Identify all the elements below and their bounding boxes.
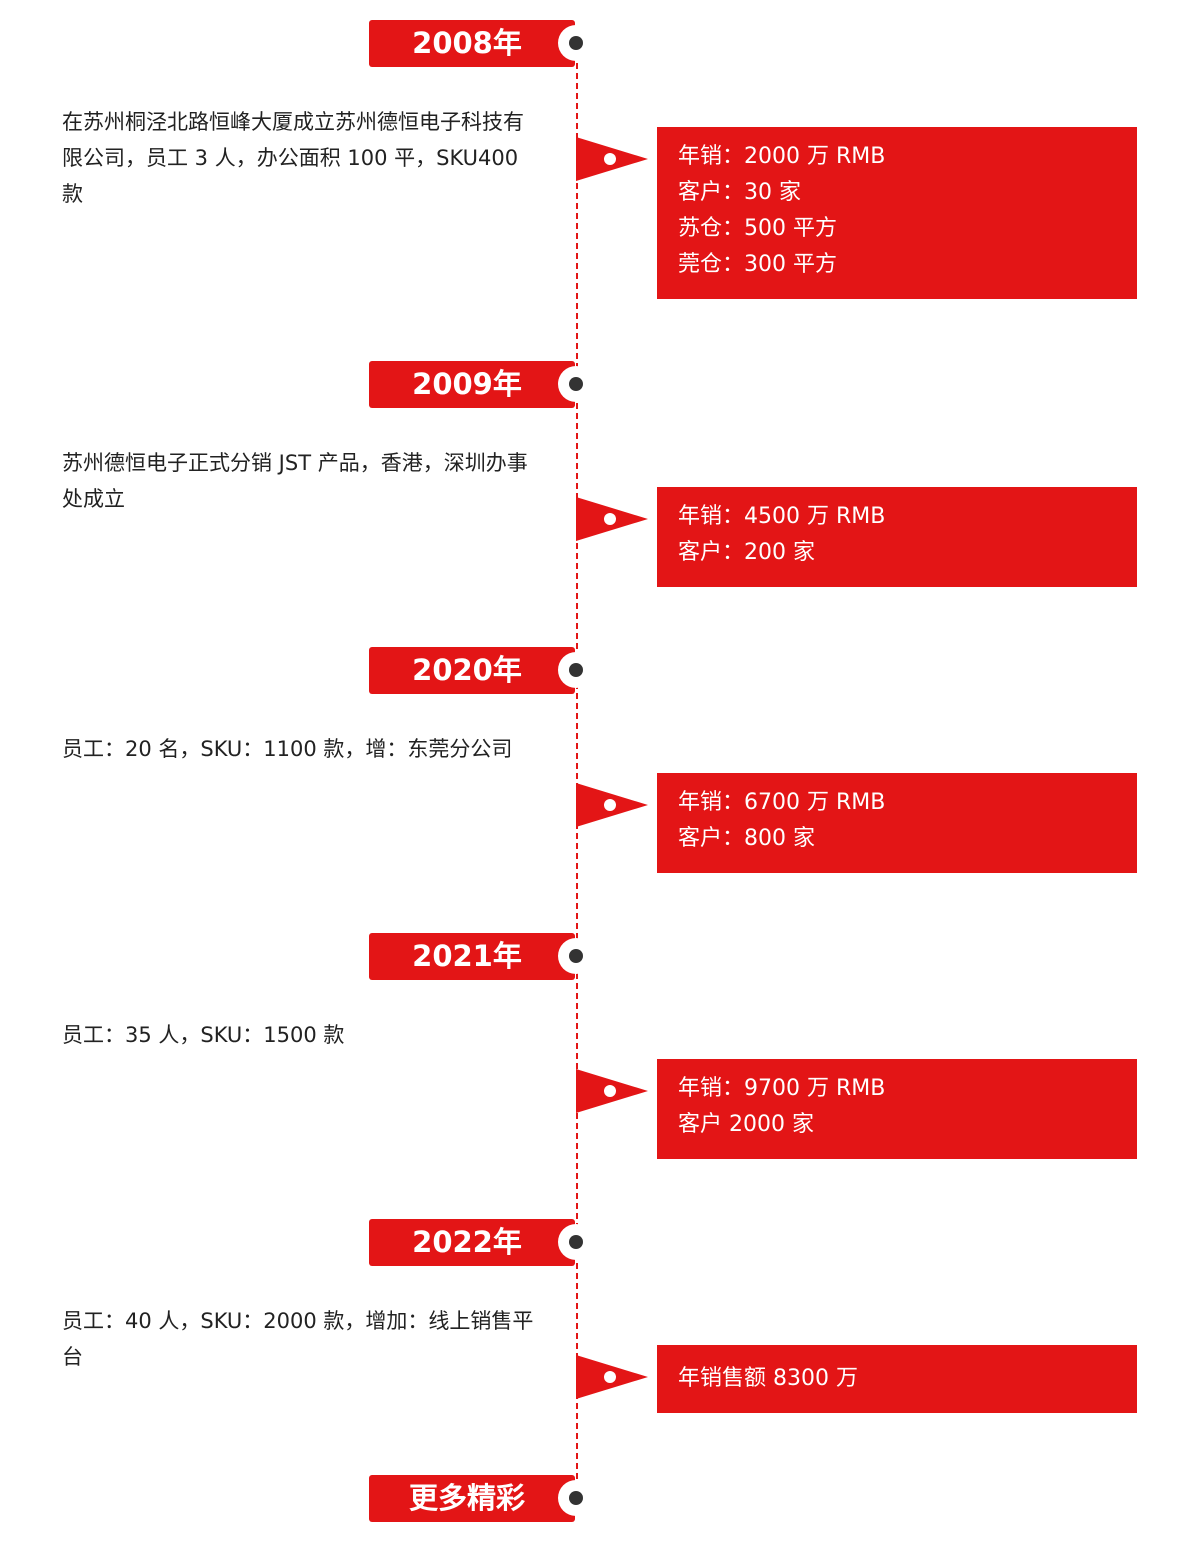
milestone-description: 员工：40 人，SKU：2000 款，增加：线上销售平台 — [62, 1309, 534, 1369]
year-tag: 2008年 — [369, 20, 575, 67]
timeline-dashed-line — [576, 43, 578, 1499]
timeline-node-icon — [558, 1224, 594, 1260]
milestone-description: 员工：20 名，SKU：1100 款，增：东莞分公司 — [62, 737, 513, 761]
timeline-node-icon — [558, 652, 594, 688]
stats-box: 年销：4500 万 RMB 客户：200 家 — [657, 487, 1137, 587]
milestone-description: 员工：35 人，SKU：1500 款 — [62, 1023, 345, 1047]
stat-line: 年销：4500 万 RMB — [678, 504, 886, 529]
stat-line: 莞仓：300 平方 — [678, 252, 837, 277]
stat-line: 年销：2000 万 RMB — [678, 144, 886, 169]
flag-dot-icon — [604, 1371, 616, 1383]
year-tag: 2020年 — [369, 647, 575, 694]
stats-box: 年销：2000 万 RMB 客户：30 家苏仓：500 平方莞仓：300 平方 — [657, 127, 1137, 299]
year-tag: 2021年 — [369, 933, 575, 980]
stats-box: 年销售额 8300 万 — [657, 1345, 1137, 1413]
flag-dot-icon — [604, 153, 616, 165]
more-button[interactable]: 更多精彩 — [369, 1475, 575, 1522]
stats-box: 年销：6700 万 RMB 客户：800 家 — [657, 773, 1137, 873]
stat-line: 客户：200 家 — [678, 540, 815, 565]
stat-line: 年销售额 8300 万 — [678, 1366, 858, 1391]
stat-line: 客户：800 家 — [678, 826, 815, 851]
milestone-description: 苏州德恒电子正式分销 JST 产品，香港，深圳办事处成立 — [62, 451, 528, 511]
timeline-node-icon — [558, 366, 594, 402]
stat-line: 苏仓：500 平方 — [678, 216, 837, 241]
timeline-node-icon — [558, 938, 594, 974]
flag-dot-icon — [604, 513, 616, 525]
stat-line: 年销：6700 万 RMB — [678, 790, 886, 815]
stat-line: 客户 2000 家 — [678, 1112, 814, 1137]
stats-box: 年销：9700 万 RMB 客户 2000 家 — [657, 1059, 1137, 1159]
flag-dot-icon — [604, 1085, 616, 1097]
timeline-node-icon — [558, 1480, 594, 1516]
stat-line: 年销：9700 万 RMB — [678, 1076, 886, 1101]
year-tag: 2022年 — [369, 1219, 575, 1266]
milestone-description: 在苏州桐泾北路恒峰大厦成立苏州德恒电子科技有限公司，员工 3 人，办公面积 10… — [62, 110, 524, 206]
timeline-node-icon — [558, 25, 594, 61]
year-tag: 2009年 — [369, 361, 575, 408]
stat-line: 客户：30 家 — [678, 180, 801, 205]
flag-dot-icon — [604, 799, 616, 811]
